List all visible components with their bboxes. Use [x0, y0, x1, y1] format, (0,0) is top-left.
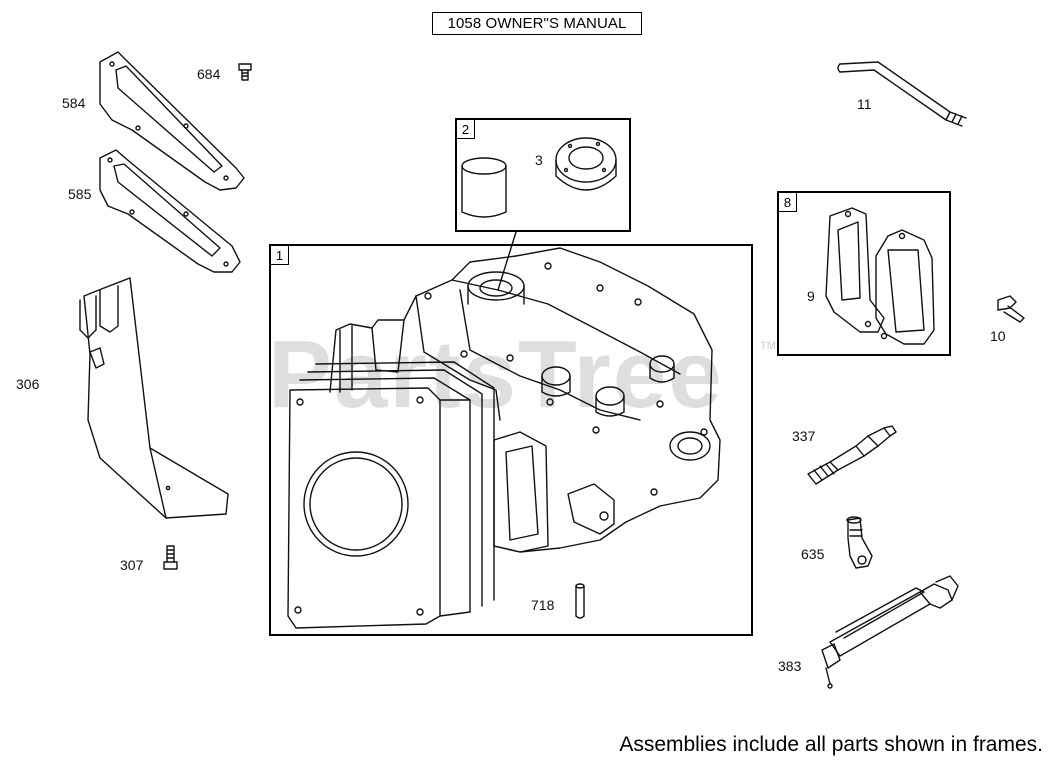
- label-718[interactable]: 718: [531, 597, 555, 613]
- screw-307-icon: [163, 545, 178, 570]
- baffle-306-icon: [79, 277, 229, 519]
- dowel-pin-718-icon: [575, 583, 585, 619]
- frame-1[interactable]: 1: [269, 244, 753, 636]
- frame-number-1: 1: [271, 246, 289, 265]
- assemblies-footnote: Assemblies include all parts shown in fr…: [619, 733, 1043, 756]
- label-306[interactable]: 306: [16, 376, 40, 392]
- label-584[interactable]: 584: [62, 95, 86, 111]
- frame-8[interactable]: 8: [777, 191, 951, 356]
- engine-block-icon: [287, 247, 721, 629]
- label-11[interactable]: 11: [857, 96, 872, 112]
- label-684[interactable]: 684: [197, 66, 221, 82]
- bolt-10-icon: [997, 295, 1025, 323]
- label-337[interactable]: 337: [792, 428, 816, 444]
- watermark-text: PartsTree: [268, 321, 724, 428]
- seal-3-icon: [555, 137, 617, 191]
- label-635[interactable]: 635: [801, 546, 825, 562]
- bushing-icon: [461, 157, 507, 218]
- label-585[interactable]: 585: [68, 186, 92, 202]
- breather-cover-icon: [875, 229, 935, 345]
- label-383[interactable]: 383: [778, 658, 802, 674]
- label-3[interactable]: 3: [535, 152, 543, 168]
- manual-title: 1058 OWNER"S MANUAL: [432, 12, 642, 35]
- manual-title-text: 1058 OWNER"S MANUAL: [447, 15, 627, 32]
- label-307[interactable]: 307: [120, 557, 144, 573]
- elbow-fitting-635-icon: [846, 516, 873, 569]
- dipstick-tube-11-icon: [837, 61, 967, 127]
- gasket-585-icon: [99, 149, 241, 273]
- frame-2[interactable]: 2: [455, 118, 631, 232]
- label-9[interactable]: 9: [807, 288, 815, 304]
- gasket-584-icon: [99, 51, 245, 191]
- spark-plug-337-icon: [807, 425, 897, 485]
- frame-number-8: 8: [779, 193, 797, 212]
- leader-line: [497, 231, 517, 291]
- frame-number-2: 2: [457, 120, 475, 139]
- bolt-684-icon: [238, 63, 252, 81]
- handle-383-icon: [821, 575, 959, 689]
- watermark-tm: TM: [760, 340, 776, 352]
- label-10[interactable]: 10: [990, 328, 1006, 344]
